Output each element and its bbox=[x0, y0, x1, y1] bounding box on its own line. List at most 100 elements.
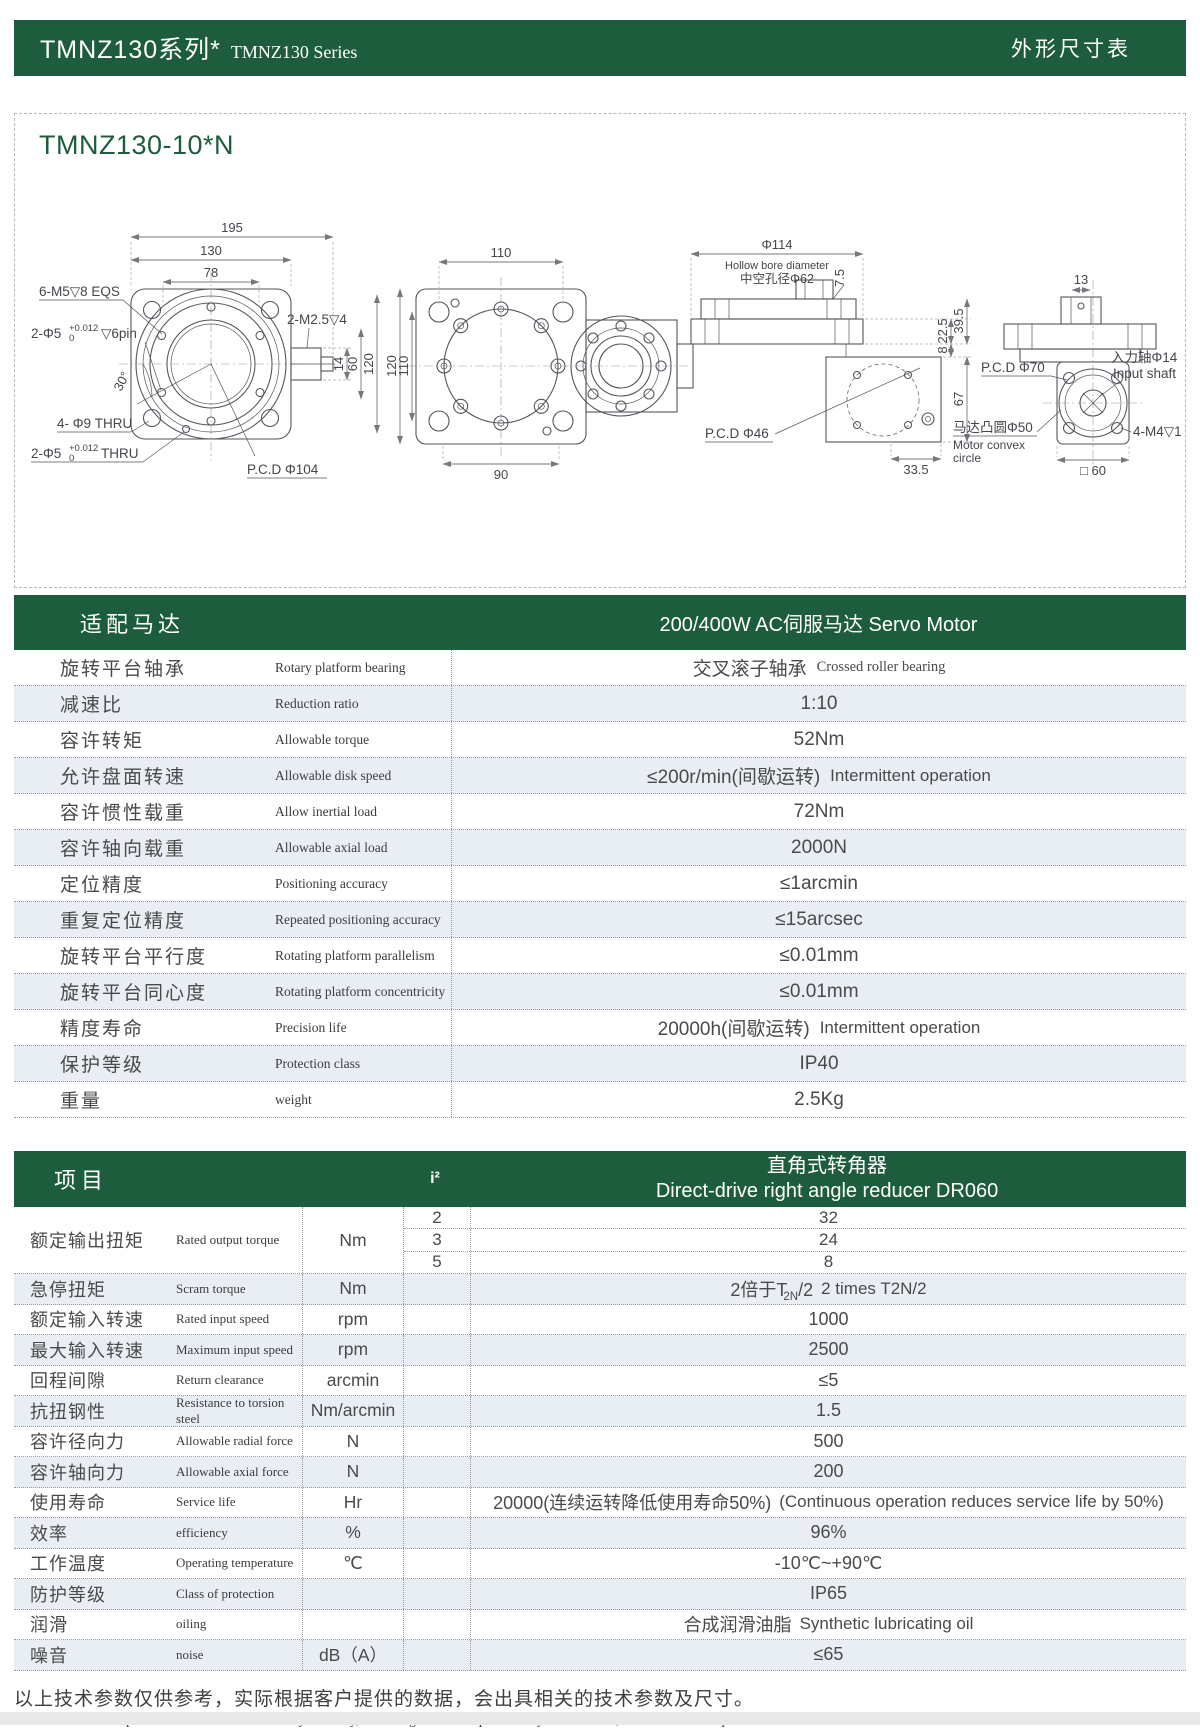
row-label-en: Allow inertial load bbox=[275, 803, 377, 819]
torque-value: 24 bbox=[819, 1229, 838, 1249]
row-label-en: Repeated positioning accuracy bbox=[275, 911, 441, 927]
row-value-en: Synthetic lubricating oil bbox=[799, 1614, 974, 1634]
dim-8: 8 bbox=[935, 346, 950, 353]
row-label-en: noise bbox=[176, 1646, 204, 1662]
row-label-cn: 抗扭钢性 bbox=[30, 1401, 106, 1422]
table1-header: 适配马达 200/400W AC伺服马达 Servo Motor bbox=[14, 595, 1186, 650]
dim-14: 14 bbox=[331, 357, 346, 371]
row-label-en: Allowable disk speed bbox=[275, 767, 392, 783]
row-value: -10℃~+90℃ bbox=[774, 1552, 883, 1573]
row-unit: % bbox=[302, 1518, 404, 1548]
row-value: 52Nm bbox=[793, 728, 845, 750]
row-label-cn: 重量 bbox=[60, 1091, 103, 1112]
row-label-cn: 使用寿命 bbox=[30, 1493, 106, 1514]
row-value: ≤65 bbox=[813, 1644, 844, 1665]
pin-tolerance-lower: 0 bbox=[69, 333, 74, 344]
row-label-cn: 定位精度 bbox=[60, 875, 145, 896]
table2-header: 项目 i² 直角式转角器 Direct-drive right angle re… bbox=[14, 1151, 1186, 1207]
row-value: IP40 bbox=[799, 1052, 839, 1074]
row-value: 交叉滚子轴承 bbox=[692, 659, 807, 680]
m25-label: 2-M2.5▽4 bbox=[287, 312, 347, 327]
pin-tolerance-upper: +0.012 bbox=[69, 323, 98, 334]
ratio-value: 3 bbox=[404, 1229, 471, 1251]
ratio-value: 2 bbox=[404, 1207, 471, 1229]
ratio-cell-empty bbox=[404, 1335, 471, 1365]
dim-67: 67 bbox=[951, 392, 966, 406]
ratio-cell-empty bbox=[404, 1518, 471, 1548]
thru-tolerance-lower: 0 bbox=[69, 453, 74, 464]
row-label-en: Allowable axial force bbox=[176, 1463, 289, 1479]
table2-header-ratio-col: i² bbox=[430, 1170, 440, 1187]
row-label-en: Service life bbox=[176, 1494, 236, 1510]
row-label-cn: 旋转平台平行度 bbox=[60, 947, 208, 968]
ratio-cell-empty bbox=[404, 1365, 471, 1395]
row-label-cn: 容许径向力 bbox=[30, 1432, 125, 1453]
row-value: ≤5 bbox=[818, 1369, 839, 1390]
row-value-en: Intermittent operation bbox=[830, 765, 991, 785]
thru-hole-label: 4- Φ9 THRU bbox=[57, 416, 132, 431]
pin-hole-label-suffix: ▽6pin bbox=[101, 326, 137, 341]
row-label-en: Operating temperature bbox=[176, 1555, 294, 1571]
row-value-en: Crossed roller bearing bbox=[816, 659, 946, 675]
dim-60-square: □ 60 bbox=[1080, 463, 1106, 478]
row-label-en: Return clearance bbox=[176, 1372, 264, 1388]
row-label-en: Precision life bbox=[275, 1019, 347, 1035]
table1-header-value: 200/400W AC伺服马达 Servo Motor bbox=[659, 614, 978, 636]
table1-header-left: 适配马达 bbox=[80, 611, 185, 637]
header-right-label: 外形尺寸表 bbox=[1011, 38, 1131, 61]
motor-convex-label-en2: circle bbox=[953, 451, 981, 465]
row-value: 合成润滑油脂 bbox=[683, 1615, 792, 1636]
row-label-en: Resistance to torsion steel bbox=[176, 1394, 285, 1426]
row-label-cn: 回程间隙 bbox=[30, 1371, 106, 1392]
m4-label: 4-M4▽1 bbox=[1133, 424, 1182, 439]
dim-114: Φ114 bbox=[761, 237, 792, 252]
tapped-hole-label: 6-M5▽8 EQS bbox=[39, 284, 120, 299]
row-value-en: 2 times T2N/2 bbox=[821, 1278, 927, 1298]
input-shaft-label-cn: 入力轴Φ14 bbox=[1111, 350, 1178, 365]
row-label-cn: 急停扭矩 bbox=[30, 1279, 106, 1300]
row-unit: ℃ bbox=[302, 1548, 404, 1578]
row-label-cn: 额定输入转速 bbox=[30, 1310, 144, 1331]
row-label-cn: 容许轴向载重 bbox=[60, 839, 187, 860]
row-unit: Nm/arcmin bbox=[302, 1396, 404, 1426]
ratio-cell-empty bbox=[404, 1609, 471, 1639]
row-unit bbox=[302, 1579, 404, 1609]
row-label-cn: 容许轴向力 bbox=[30, 1462, 125, 1483]
dim-120: 120 bbox=[361, 353, 376, 375]
table-row: 回程间隙 Return clearance arcmin ≤5 bbox=[14, 1365, 1186, 1396]
dim-13: 13 bbox=[1074, 272, 1088, 287]
dim-110-top: 110 bbox=[491, 245, 512, 260]
ratio-cell-empty bbox=[404, 1548, 471, 1578]
row-label-cn: 保护等级 bbox=[60, 1055, 145, 1076]
row-unit: N bbox=[302, 1426, 404, 1456]
row-label-cn: 工作温度 bbox=[30, 1554, 106, 1575]
motor-convex-label-cn: 马达凸圆Φ50 bbox=[953, 420, 1033, 435]
row-unit: Nm bbox=[302, 1207, 404, 1273]
row-label-cn: 润滑 bbox=[30, 1615, 68, 1636]
dim-60: 60 bbox=[345, 357, 360, 371]
angle-label: 30° bbox=[110, 369, 132, 393]
row-unit: arcmin bbox=[302, 1365, 404, 1395]
row-value: ≤1arcmin bbox=[779, 872, 858, 894]
row-label-en: efficiency bbox=[176, 1524, 228, 1540]
row-label-en: Positioning accuracy bbox=[275, 875, 388, 891]
row-label-cn: 精度寿命 bbox=[60, 1019, 145, 1040]
input-shaft-label-en: Input shaft bbox=[1113, 366, 1176, 381]
footer-note-cn: 以上技术参数仅供参考，实际根据客户提供的数据，会出具相关的技术参数及尺寸。 bbox=[14, 1688, 755, 1710]
pcd104-label: P.C.D Φ104 bbox=[247, 462, 319, 477]
dim-130: 130 bbox=[200, 243, 222, 258]
row-label-cn: 旋转平台同心度 bbox=[60, 983, 208, 1004]
row-label-en: Rotary platform bearing bbox=[275, 659, 406, 675]
technical-drawing: 30° 6-M5▽8 EQS 2-Φ5 +0.012 0 ▽6pin 4- Φ9… bbox=[31, 220, 1182, 482]
row-unit: Hr bbox=[302, 1487, 404, 1517]
row-value: 500 bbox=[813, 1430, 844, 1451]
